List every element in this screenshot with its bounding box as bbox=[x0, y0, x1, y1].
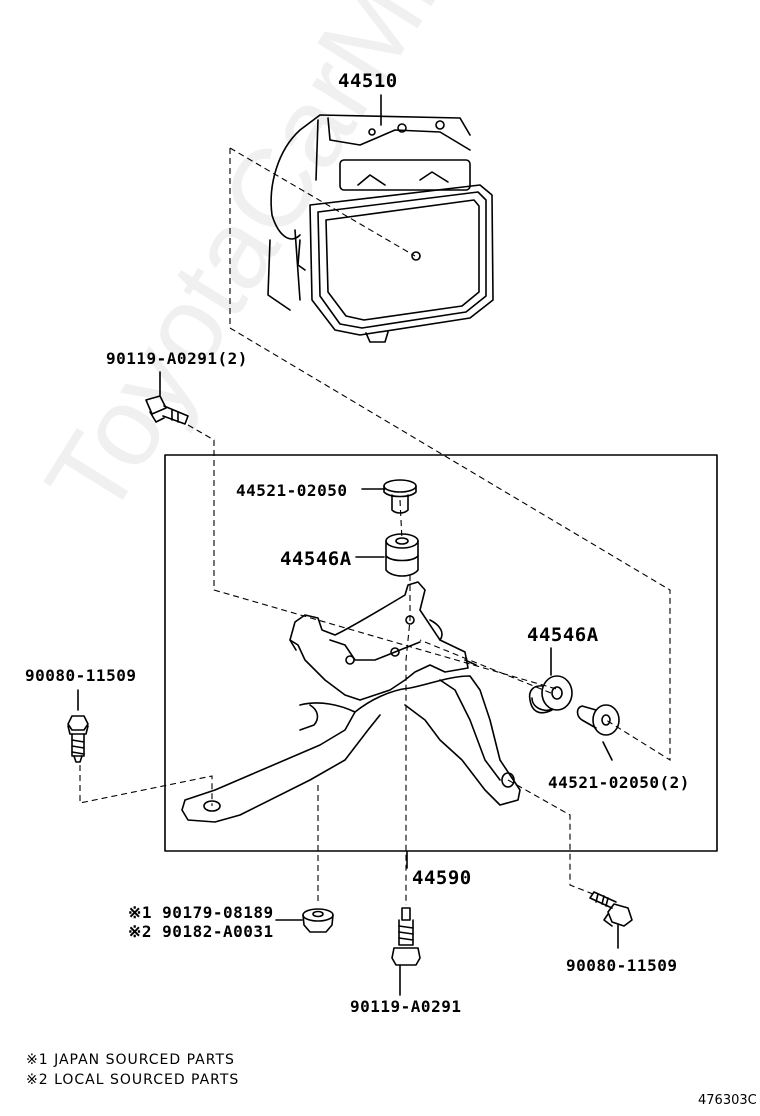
bracket-drawing bbox=[181, 581, 521, 823]
abs-actuator-drawing bbox=[267, 114, 494, 343]
part-label-abs-unit: 44510 bbox=[338, 70, 398, 92]
bolt-left-drawing bbox=[67, 715, 89, 763]
cushion-right-drawing bbox=[528, 675, 573, 714]
bolt-bottom-right-drawing bbox=[589, 891, 633, 927]
part-label-bracket: 44590 bbox=[412, 867, 472, 889]
bolt-top-left-drawing bbox=[145, 395, 189, 425]
part-label-bolt-left: 90080-11509 bbox=[25, 666, 137, 685]
note-japan-sourced: ※1 JAPAN SOURCED PARTS bbox=[26, 1052, 235, 1068]
part-label-cushion-upper: 44546A bbox=[280, 548, 352, 570]
diagram-reference-number: 476303C bbox=[698, 1093, 757, 1108]
collar-upper-drawing bbox=[383, 479, 417, 514]
note-local-sourced: ※2 LOCAL SOURCED PARTS bbox=[26, 1072, 240, 1088]
cushion-upper-drawing bbox=[385, 533, 419, 577]
nut-drawing bbox=[302, 908, 334, 933]
part-label-collar-right: 44521-02050(2) bbox=[548, 773, 690, 792]
part-label-bolt-top-left: 90119-A0291(2) bbox=[106, 349, 248, 368]
part-label-bolt-bottom-right: 90080-11509 bbox=[566, 956, 678, 975]
part-label-collar-upper: 44521-02050 bbox=[236, 481, 348, 500]
part-label-nut-japan: ※1 90179-08189 bbox=[128, 903, 274, 922]
bracket-assembly-frame bbox=[164, 454, 718, 852]
part-label-cushion-right: 44546A bbox=[527, 624, 599, 646]
collar-right-drawing bbox=[576, 704, 620, 736]
bolt-bottom-drawing bbox=[391, 907, 421, 966]
part-label-bolt-bottom: 90119-A0291 bbox=[350, 997, 462, 1016]
part-label-nut-local: ※2 90182-A0031 bbox=[128, 922, 274, 941]
